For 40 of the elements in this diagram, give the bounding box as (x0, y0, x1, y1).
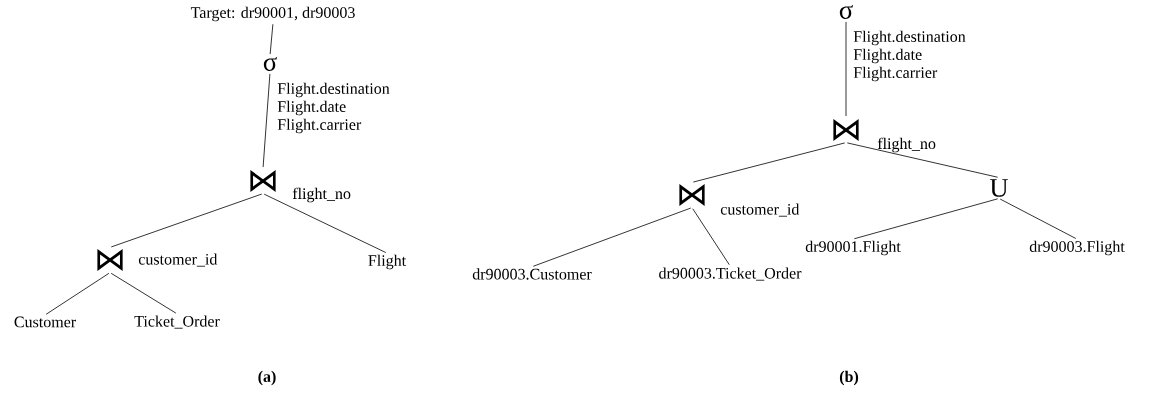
tree-edge (845, 21, 847, 117)
annotation-text: flight_no (877, 137, 936, 153)
tree-edge (45, 272, 110, 315)
join-symbol: ⋈ (250, 170, 276, 192)
union-symbol: U (989, 179, 1009, 197)
tree-edge (692, 208, 730, 266)
tree-edge (110, 193, 263, 248)
subfigure-label: (a) (258, 370, 276, 386)
tree-edge (532, 207, 692, 267)
tree-edge (110, 272, 177, 314)
tree-edge (692, 142, 846, 183)
annotation-text: Flight.carrier (853, 66, 938, 82)
annotation-text: Flight.destination (853, 30, 966, 46)
annotation-text: Flight.date (277, 100, 346, 116)
relation-name: dr90001.Flight (805, 240, 901, 256)
tree-edge (846, 142, 999, 178)
relation-name: Customer (14, 316, 76, 328)
join-symbol: ⋈ (833, 119, 859, 141)
tree-edge (999, 198, 1077, 239)
tree-edge (269, 23, 274, 55)
annotation-text: Flight.carrier (277, 118, 362, 134)
join-symbol: ⋈ (97, 249, 123, 271)
selection-symbol: σ (263, 57, 277, 71)
relation-name: Target: dr90001, dr90003 (190, 6, 355, 22)
join-symbol: ⋈ (679, 184, 705, 206)
annotation-text: Flight.destination (277, 82, 390, 98)
subfigure-label: (b) (839, 370, 859, 386)
selection-symbol: σ (839, 5, 853, 19)
tree-edge (262, 73, 271, 168)
tree-edge (263, 193, 387, 253)
tree-edge (853, 198, 999, 240)
annotation-text: customer_id (138, 253, 218, 267)
relation-name: Flight (368, 254, 407, 270)
annotation-text: flight_no (292, 187, 351, 203)
annotation-text: Flight.date (853, 48, 922, 64)
relation-name: dr90003.Customer (472, 268, 592, 280)
relation-name: Ticket_Order (134, 315, 220, 329)
annotation-text: customer_id (720, 203, 800, 217)
relation-name: dr90003.Ticket_Order (659, 267, 802, 281)
relation-name: dr90003.Flight (1029, 240, 1125, 256)
